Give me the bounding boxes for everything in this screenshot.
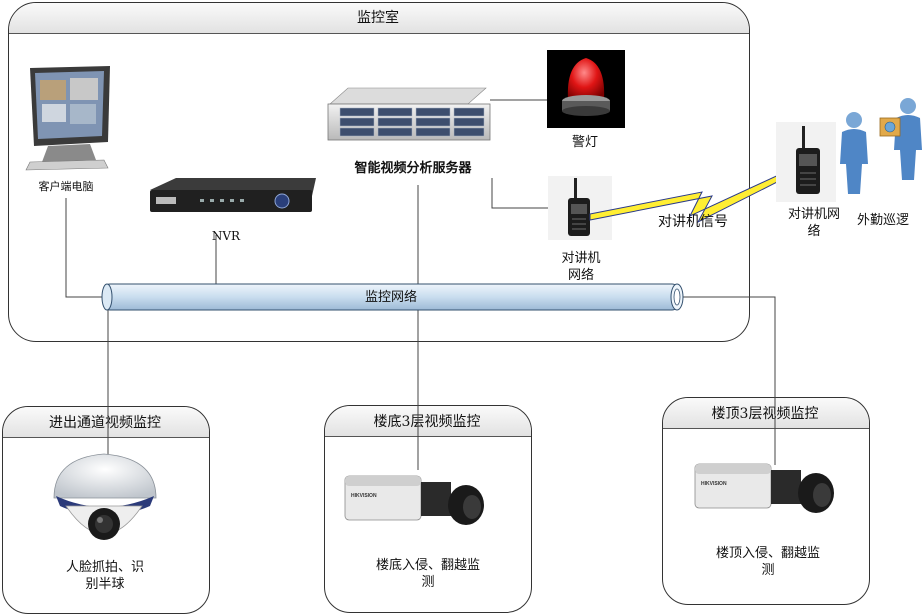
- server-label: 智能视频分析服务器: [354, 161, 472, 176]
- zone-top-floors-caption: 楼顶入侵、翻越监 测: [715, 546, 820, 578]
- dome-camera-icon: [53, 453, 157, 540]
- network-label: 监控网络: [364, 290, 417, 305]
- box-camera-top-floors-icon: HIKVISION: [694, 463, 834, 513]
- alarm-light-icon: [547, 50, 625, 128]
- link-server-intercom: [491, 178, 548, 209]
- monitoring-room-header: [9, 3, 749, 34]
- external-intercom-label: 对讲机网 络: [787, 207, 840, 239]
- nvr-icon: [150, 178, 316, 212]
- zone-top-floors-header: [663, 398, 869, 429]
- svg-text:HIKVISION: HIKVISION: [351, 493, 377, 499]
- patrol-people-icon: [840, 98, 922, 194]
- nvr-label: NVR: [211, 229, 241, 243]
- zone-entrance-header: [3, 407, 209, 438]
- zone-entrance-panel: [2, 406, 210, 614]
- intercom-signal-label: 对讲机信号: [658, 214, 728, 230]
- monitoring-room-title: 监控室: [357, 10, 399, 26]
- zone-entrance-title: 进出通道视频监控: [49, 415, 161, 431]
- zone-entrance-caption: 人脸抓拍、识 别半球: [65, 560, 144, 592]
- patrol-label: 外勤巡逻: [856, 213, 909, 228]
- link-top-floors: [680, 296, 776, 465]
- client-pc-label: 客户端电脑: [38, 180, 94, 193]
- intercom-radio-icon: [548, 176, 612, 240]
- link-client-pc: [65, 198, 104, 298]
- external-radio-icon: [776, 122, 836, 202]
- client-pc-icon: [25, 66, 110, 171]
- network-pipe: [101, 283, 684, 311]
- zone-bottom-floors-title: 楼底3层视频监控: [373, 414, 481, 430]
- svg-text:HIKVISION: HIKVISION: [701, 481, 727, 487]
- zone-bottom-floors-caption: 楼底入侵、翻越监 测: [375, 558, 480, 590]
- connector-lines: [65, 99, 776, 470]
- alarm-light-label: 警灯: [571, 135, 598, 150]
- zone-bottom-floors-header: [325, 406, 531, 437]
- intercom-label: 对讲机 网络: [561, 251, 601, 283]
- server-icon: [327, 87, 491, 141]
- zone-top-floors-title: 楼顶3层视频监控: [711, 406, 819, 422]
- box-camera-bottom-floors-icon: HIKVISION: [344, 475, 484, 525]
